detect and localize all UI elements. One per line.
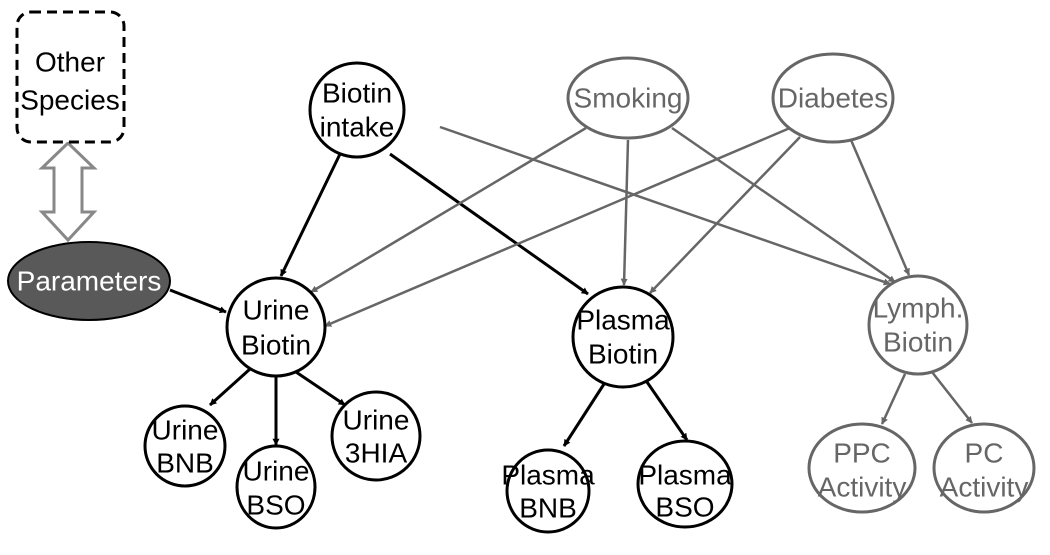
node-label: Activity: [818, 472, 907, 503]
edge-diabetes-to-urine-biotin: [324, 126, 791, 328]
node-other-species: Other Species: [15, 10, 126, 144]
node-smoking: Smoking: [566, 56, 690, 140]
edges-layer: [169, 125, 973, 447]
edge-smoking-to-urine-biotin: [310, 126, 587, 294]
edge-plasma-biotin-to-plasma-bnb: [562, 383, 606, 447]
node-urine-biotin: Urine Biotin: [225, 276, 327, 378]
node-label: Smoking: [574, 83, 683, 114]
edge-biotin-intake-to-plasma-biotin: [389, 152, 589, 296]
node-plasma-biotin: Plasma Biotin: [571, 285, 675, 389]
edge-plasma-biotin-to-plasma-bso: [645, 381, 689, 441]
node-label: BNB: [156, 448, 214, 479]
node-label: Biotin: [241, 330, 311, 361]
node-label: PC: [965, 438, 1004, 469]
double-arrow-icon: [38, 140, 98, 243]
edge-smoking-to-lymph-biotin: [671, 126, 896, 284]
node-urine-bnb: Urine BNB: [143, 404, 227, 488]
node-label: Biotin: [588, 339, 658, 370]
edge-biotin-intake-to-urine-biotin: [279, 153, 342, 277]
node-label: Lymph.: [873, 293, 964, 324]
node-diabetes: Diabetes: [771, 52, 895, 144]
edge-smoking-to-plasma-biotin: [620, 139, 630, 286]
node-label: 3HIA: [345, 438, 408, 469]
node-label: Plasma: [638, 460, 732, 491]
edge-lymph-biotin-to-ppc-activity: [880, 373, 907, 425]
node-parameters: Parameters: [7, 241, 171, 321]
node-biotin-intake: Biotin intake: [308, 61, 406, 159]
node-plasma-bnb: Plasma BNB: [501, 448, 595, 534]
edge-diabetes-to-plasma-biotin: [649, 136, 801, 294]
node-label: Activity: [940, 472, 1029, 503]
node-label: BSO: [655, 492, 714, 523]
node-label: BNB: [519, 493, 577, 524]
node-label: Parameters: [17, 266, 162, 297]
edge-parameters-to-urine-biotin: [169, 288, 227, 314]
node-label: Urine: [152, 415, 219, 446]
node-label: Biotin: [322, 78, 392, 109]
node-label: Plasma: [576, 305, 670, 336]
node-label: intake: [320, 112, 395, 143]
node-label: Urine: [343, 405, 410, 436]
edge-urine-biotin-to-urine-bnb: [208, 367, 252, 407]
node-plasma-bso: Plasma BSO: [636, 439, 734, 529]
node-label: PPC: [833, 438, 891, 469]
node-label: BSO: [246, 490, 305, 521]
node-pc-activity: PC Activity: [932, 422, 1036, 514]
node-label: Other: [35, 47, 105, 78]
edge-diabetes-to-lymph-biotin: [849, 139, 911, 276]
node-lymph-biotin: Lymph. Biotin: [867, 274, 969, 376]
node-label: Plasma: [501, 460, 595, 491]
edge-urine-biotin-to-urine-3hia: [295, 370, 346, 407]
node-label: Biotin: [883, 327, 953, 358]
edge-lymph-biotin-to-pc-activity: [931, 371, 973, 424]
node-urine-bso: Urine BSO: [235, 444, 317, 530]
node-label: Urine: [243, 295, 310, 326]
node-label: Diabetes: [778, 83, 889, 114]
node-ppc-activity: PPC Activity: [807, 422, 917, 514]
node-urine-3hia: Urine 3HIA: [330, 390, 422, 482]
node-label: Urine: [243, 456, 310, 487]
node-label: Species: [20, 85, 120, 116]
edge-biotin-intake-to-lymph-biotin: [439, 125, 891, 286]
